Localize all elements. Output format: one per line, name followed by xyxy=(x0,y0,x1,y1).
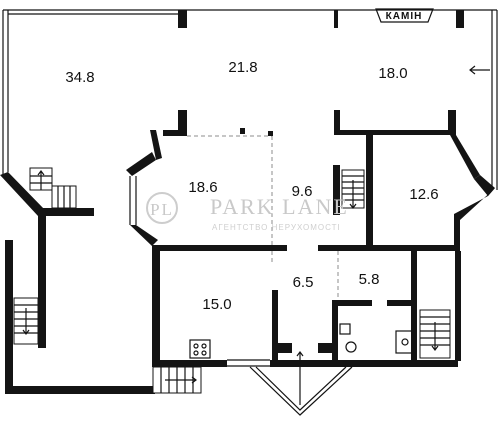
room-area-12-6: 12.6 xyxy=(409,186,438,203)
watermark-brand: PARK LANE xyxy=(210,194,349,219)
room-area-9-6: 9.6 xyxy=(292,183,313,200)
watermark: PL PARK LANE АГЕНТСТВО НЕРУХОМОСТІ xyxy=(146,192,349,232)
entry-arrow-right xyxy=(469,65,490,75)
room-area-15-0: 15.0 xyxy=(202,296,231,313)
room-area-21-8: 21.8 xyxy=(228,59,257,76)
room-labels: 34.8 21.8 18.0 18.6 9.6 12.6 15.0 6.5 5.… xyxy=(65,59,438,313)
fireplace-label: КАМІН xyxy=(386,11,423,22)
outer-walls xyxy=(2,9,498,190)
left-stairs xyxy=(0,167,155,394)
room-area-18-0: 18.0 xyxy=(378,65,407,82)
lower-walls xyxy=(152,169,461,416)
room-area-34-8: 34.8 xyxy=(65,69,94,86)
watermark-logo: PL xyxy=(150,200,174,219)
watermark-subtitle: АГЕНТСТВО НЕРУХОМОСТІ xyxy=(212,223,341,232)
room-area-6-5: 6.5 xyxy=(293,274,314,291)
fireplace: КАМІН xyxy=(375,8,434,23)
room-area-18-6: 18.6 xyxy=(188,179,217,196)
interior-walls xyxy=(126,110,495,365)
room-area-5-8: 5.8 xyxy=(359,271,380,288)
